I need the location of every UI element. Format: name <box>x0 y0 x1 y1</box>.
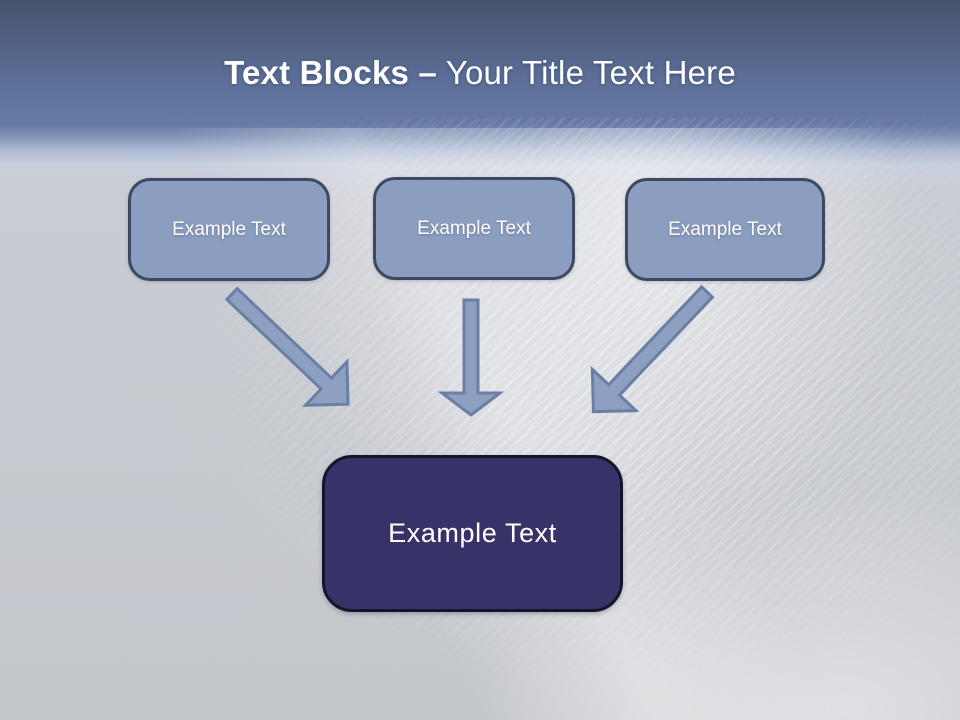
text-block-3-label: Example Text <box>668 218 782 240</box>
text-block-3[interactable]: Example Text <box>625 178 825 281</box>
text-block-1[interactable]: Example Text <box>128 178 330 281</box>
center-text-block-label: Example Text <box>388 518 557 548</box>
slide-title[interactable]: Text Blocks – Your Title Text Here <box>0 54 960 92</box>
center-text-block[interactable]: Example Text <box>322 455 623 612</box>
text-block-2[interactable]: Example Text <box>373 177 575 280</box>
arrow-down-right[interactable] <box>211 272 368 426</box>
arrow-down-left[interactable] <box>572 271 729 432</box>
text-block-1-label: Example Text <box>172 218 286 240</box>
slide-title-topic: Text Blocks – <box>224 54 437 91</box>
text-block-2-label: Example Text <box>417 217 531 239</box>
slide-title-placeholder: Your Title Text Here <box>436 54 736 91</box>
arrow-down[interactable] <box>437 298 505 417</box>
